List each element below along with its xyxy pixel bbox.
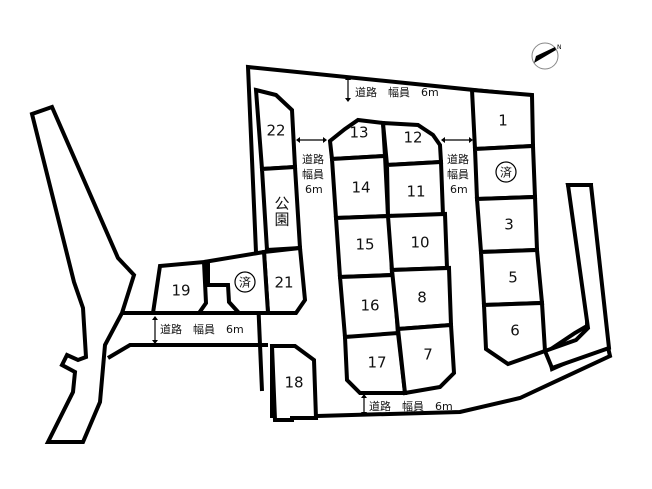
lot-6-label: 6 <box>510 322 520 340</box>
road-label-right-1: 道路 <box>447 152 469 166</box>
lot-6[interactable] <box>481 300 548 367</box>
park-label-2: 園 <box>274 211 289 229</box>
sold-circle-2 <box>495 161 517 183</box>
lot-13-label: 13 <box>349 124 368 142</box>
lot-10-label: 10 <box>410 234 429 252</box>
lot-20[interactable] <box>203 249 271 315</box>
road-label-right-3: 6m <box>450 183 468 196</box>
south-road-edge <box>270 325 613 418</box>
lot-18-label: 18 <box>284 374 303 392</box>
lot-5-label: 5 <box>508 269 518 287</box>
lot-7-label: 7 <box>423 346 433 364</box>
lot-17-label: 17 <box>367 354 386 372</box>
north-arrow-icon: N <box>531 42 562 70</box>
park-label-1: 公 <box>274 195 289 213</box>
lot-11-label: 11 <box>406 183 425 201</box>
road-label-south: 道路 幅員 6m <box>369 399 453 413</box>
lot-18[interactable] <box>269 344 319 422</box>
lot-19-label: 19 <box>171 282 190 300</box>
road-label-left-3: 6m <box>305 183 323 196</box>
lot-3-label: 3 <box>504 216 514 234</box>
road-label-left-1: 道路 <box>302 152 324 166</box>
lot-22[interactable] <box>253 87 298 172</box>
far-right-strip <box>542 183 612 371</box>
compass-label: N <box>557 44 562 51</box>
road-label-top: 道路 幅員 6m <box>355 85 439 99</box>
lot-8-label: 8 <box>417 289 427 307</box>
lot-15-label: 15 <box>355 236 374 254</box>
lot-7[interactable] <box>395 322 457 396</box>
lot-20-label: 済 <box>239 275 251 290</box>
lot-19[interactable] <box>150 259 209 315</box>
west-road-connector-bottom <box>106 343 268 360</box>
road-label-west: 道路 幅員 6m <box>160 322 244 336</box>
lot-14-label: 14 <box>351 179 370 197</box>
lot-1-label: 1 <box>498 112 508 130</box>
west-road-parcel <box>29 104 137 444</box>
lot-2-label: 済 <box>500 165 512 180</box>
lot-21-label: 21 <box>274 274 293 292</box>
lot-16-label: 16 <box>360 297 379 315</box>
lot-17[interactable] <box>342 330 408 395</box>
lot-12-label: 12 <box>403 129 422 147</box>
lot-22-label: 22 <box>266 122 285 140</box>
road-label-left-2: 幅員 <box>302 168 324 181</box>
sold-circle-20 <box>234 271 256 293</box>
road-label-right-2: 幅員 <box>447 168 469 181</box>
